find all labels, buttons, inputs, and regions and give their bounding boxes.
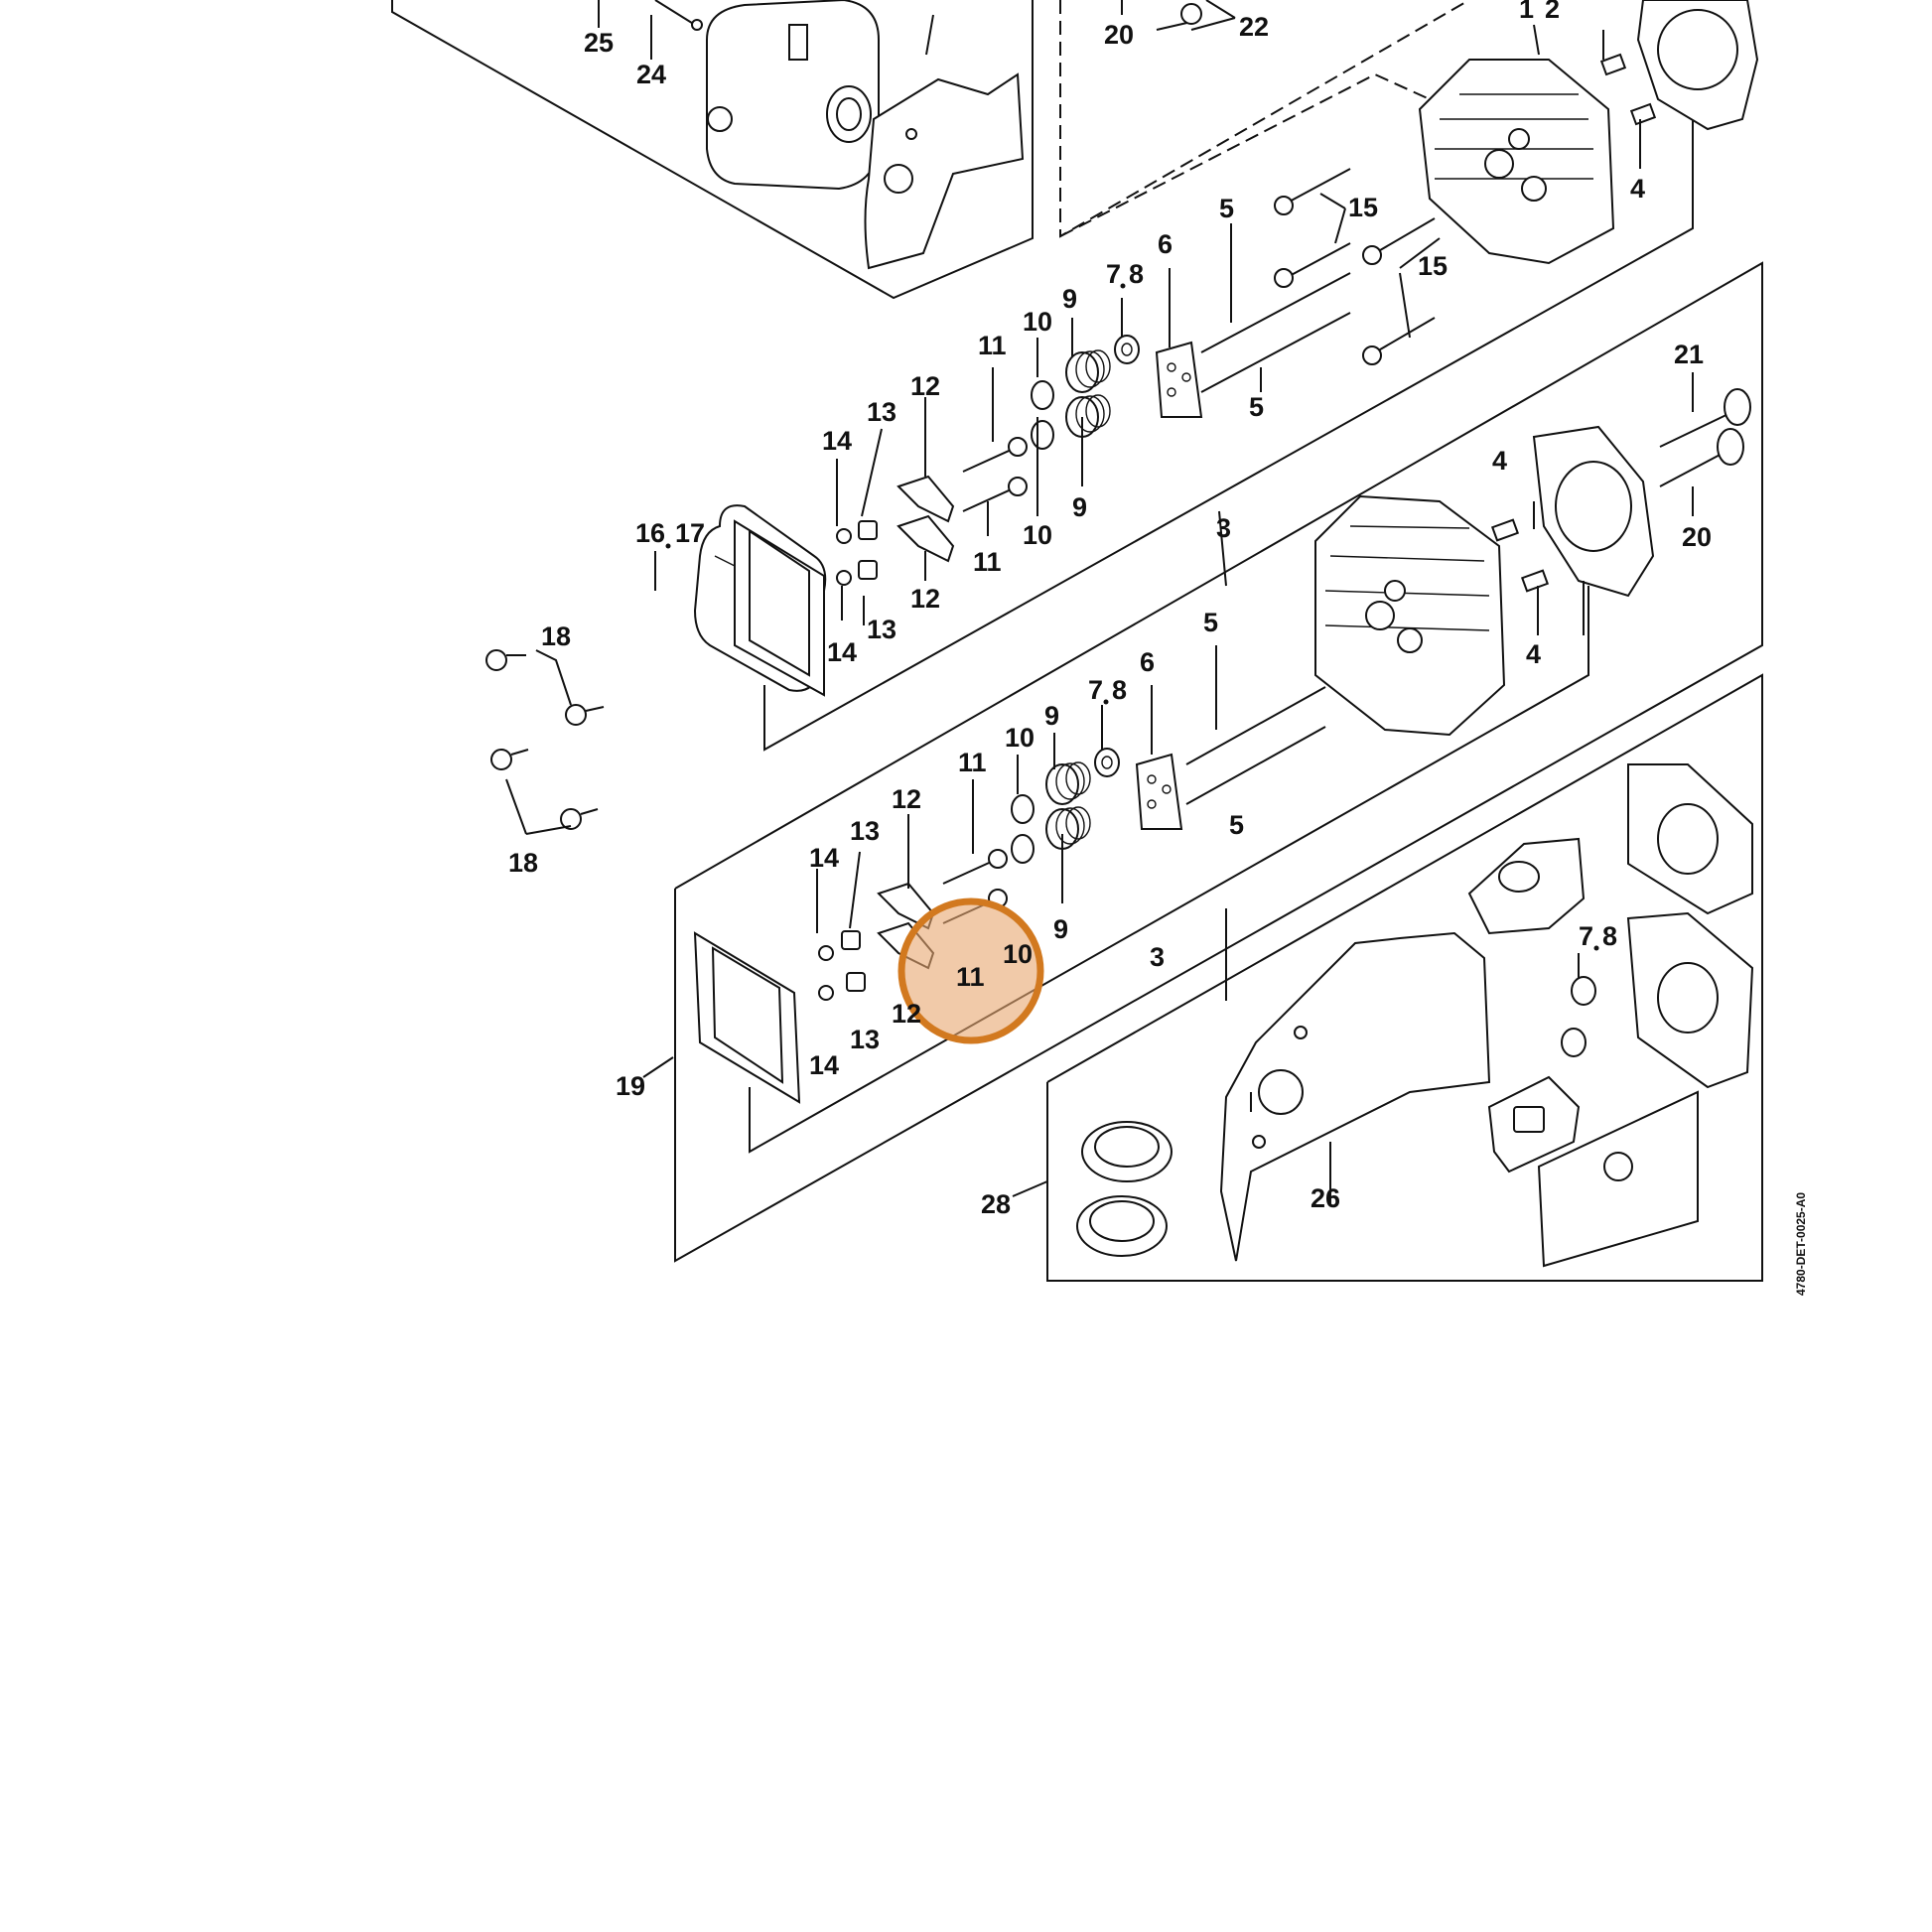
nuts-13-14-upper — [836, 520, 878, 586]
callout-14-b: 14 — [827, 637, 857, 667]
callout-28: 28 — [981, 1189, 1011, 1219]
dowel-pins-upper — [1599, 53, 1657, 126]
guide-plate-upper — [1155, 341, 1203, 418]
guide-plate-lower — [1135, 753, 1183, 830]
bolt-24 — [654, 0, 703, 31]
head-gasket-upper — [1636, 0, 1759, 131]
callout-separators — [665, 283, 1599, 951]
head-gasket-middle — [1532, 425, 1655, 598]
exhaust-gaskets — [1487, 1075, 1699, 1268]
callout-6-a: 6 — [1158, 229, 1173, 259]
callout-3-a: 3 — [1216, 513, 1231, 543]
callout-3-b: 3 — [1150, 942, 1165, 972]
callout-25: 25 — [584, 28, 614, 58]
callout-5-d: 5 — [1229, 810, 1244, 840]
callout-4-c: 4 — [1526, 639, 1541, 669]
head-gaskets-kit — [1626, 763, 1754, 1089]
valve-springs-lower — [1045, 761, 1091, 850]
callout-11-highlighted: 11 — [956, 962, 985, 992]
callout-8-c: 8 — [1602, 921, 1617, 951]
callout-11-b: 11 — [973, 547, 1002, 577]
callout-10-b: 10 — [1023, 520, 1052, 550]
group-frames — [391, 0, 1763, 1282]
cylinder-head-middle — [1314, 494, 1506, 737]
valve-springs-upper — [1065, 349, 1111, 438]
callout-13-a: 13 — [867, 397, 897, 427]
callout-24: 24 — [636, 60, 666, 89]
callout-5-c: 5 — [1203, 608, 1218, 637]
callout-4-top: 4 — [1630, 174, 1645, 204]
callout-14-c: 14 — [809, 843, 839, 873]
small-seals-7-8-kit — [1561, 976, 1596, 1057]
callout-7-b: 7 — [1088, 675, 1103, 705]
cylinder-head-upper — [1418, 59, 1615, 265]
callout-12-d: 12 — [892, 999, 921, 1029]
callout-20-b: 20 — [1682, 522, 1712, 552]
callout-11-c: 11 — [958, 748, 987, 777]
stud-22 — [1156, 3, 1202, 31]
rotators-10-upper — [1031, 380, 1054, 450]
callout-7-c: 7 — [1579, 921, 1593, 951]
callout-1: 1 — [1519, 0, 1534, 24]
callout-20-top: 20 — [1104, 20, 1134, 50]
intake-gasket — [1467, 837, 1586, 935]
rotators-10-lower — [1011, 794, 1035, 864]
rocker-arms-12-upper — [897, 475, 955, 563]
callout-10-d: 10 — [1003, 939, 1033, 969]
callout-9-b: 9 — [1072, 492, 1087, 522]
callout-10-a: 10 — [1023, 307, 1052, 337]
screws-18 — [485, 649, 605, 830]
valves-20-21 — [1659, 388, 1751, 487]
muffler-assembly — [706, 0, 880, 191]
callout-22: 22 — [1239, 12, 1269, 42]
screws-15-upper — [1274, 168, 1436, 365]
callout-8-a: 8 — [1129, 259, 1144, 289]
callout-11-a: 11 — [978, 331, 1007, 360]
callout-2: 2 — [1545, 0, 1560, 24]
studs-11-upper — [962, 437, 1028, 512]
heat-shield-upper — [864, 72, 1025, 270]
valve-cover-gasket-upper — [734, 519, 825, 697]
heat-shield-26 — [1219, 931, 1491, 1262]
callout-14-d: 14 — [809, 1050, 839, 1080]
callout-12-a: 12 — [910, 371, 940, 401]
push-rods-upper — [1200, 272, 1351, 393]
callout-13-d: 13 — [850, 1025, 880, 1054]
push-rods-lower — [1185, 686, 1326, 805]
retainer-7-8-upper — [1114, 335, 1140, 364]
callout-9-a: 9 — [1062, 284, 1077, 314]
callout-18-a: 18 — [541, 621, 571, 651]
callout-21: 21 — [1674, 340, 1704, 369]
callout-5-b: 5 — [1249, 392, 1264, 422]
callout-19: 19 — [616, 1071, 645, 1101]
callout-8-b: 8 — [1112, 675, 1127, 705]
callout-6-b: 6 — [1140, 647, 1155, 677]
callout-16: 16 — [635, 518, 665, 548]
callout-10-c: 10 — [1005, 723, 1035, 753]
callout-17: 17 — [675, 518, 705, 548]
callout-13-b: 13 — [867, 615, 897, 644]
oil-seals-28 — [1076, 1121, 1173, 1257]
leader-lines — [505, 0, 1694, 1206]
document-id: 4780-DET-0025-A0 — [1794, 1192, 1808, 1296]
retainer-7-8-lower — [1094, 748, 1120, 777]
callout-labels: 25 24 20 22 1 2 4 15 15 5 5 6 7 8 9 10 1… — [508, 0, 1712, 1219]
callout-12-b: 12 — [910, 584, 940, 614]
callout-14-a: 14 — [822, 426, 852, 456]
valve-cover-gasket-lower — [693, 931, 801, 1104]
callout-15-b: 15 — [1418, 251, 1448, 281]
callout-5-a: 5 — [1219, 194, 1234, 223]
callout-26: 26 — [1311, 1183, 1340, 1213]
callout-9-d: 9 — [1053, 914, 1068, 944]
callout-12-c: 12 — [892, 784, 921, 814]
callout-4-b: 4 — [1492, 446, 1507, 476]
callout-15-a: 15 — [1348, 193, 1378, 222]
nuts-13-14-lower — [818, 930, 866, 1001]
highlight-marker — [897, 897, 1044, 1044]
callout-13-c: 13 — [850, 816, 880, 846]
callout-7-a: 7 — [1106, 259, 1121, 289]
callout-9-c: 9 — [1044, 701, 1059, 731]
callout-18-b: 18 — [508, 848, 538, 878]
